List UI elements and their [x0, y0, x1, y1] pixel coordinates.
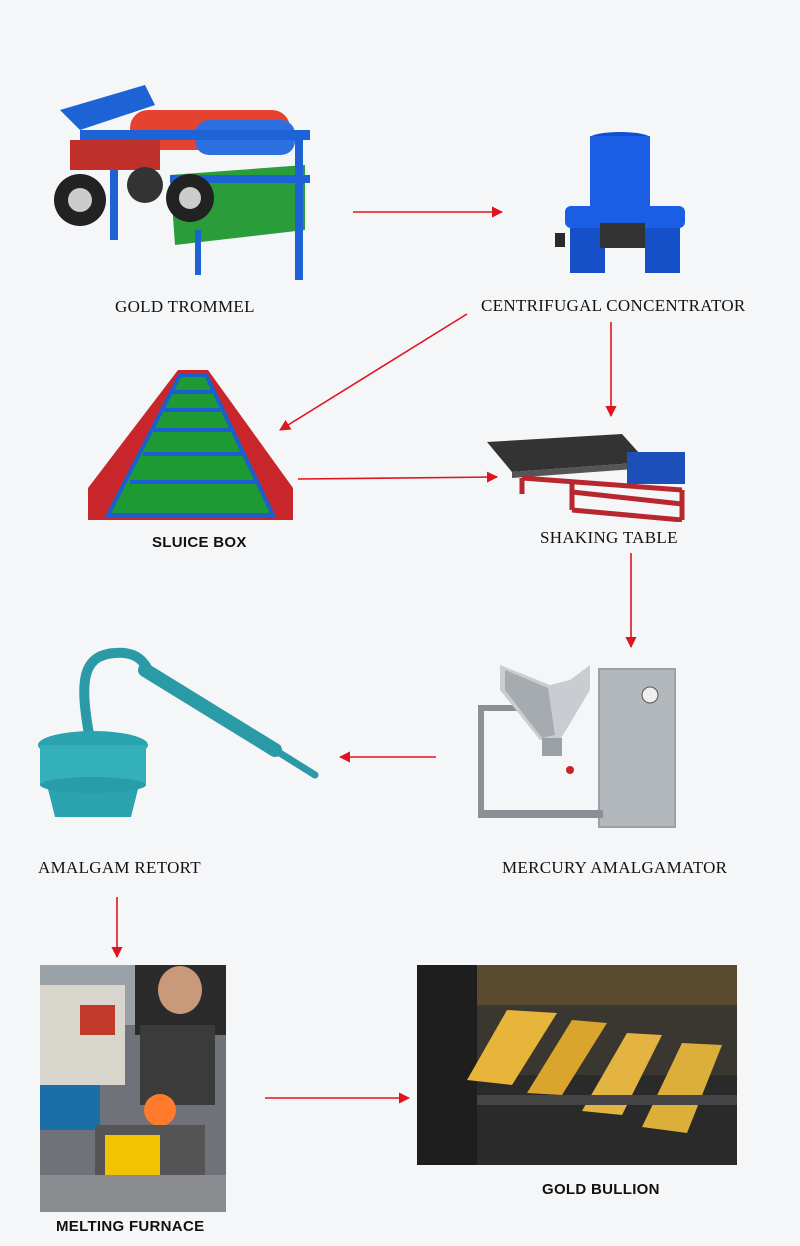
trommel-machine-image [54, 85, 310, 280]
label-mercury-amalgamator: MERCURY AMALGAMATOR [502, 858, 728, 877]
label-melting-furnace: MELTING FURNACE [56, 1218, 205, 1235]
label-sluice-box: SLUICE BOX [152, 534, 247, 551]
label-shaking-table: SHAKING TABLE [540, 528, 678, 547]
label-centrifugal-concentrator: CENTRIFUGAL CONCENTRATOR [481, 296, 746, 315]
centrifugal-concentrator-image [555, 132, 685, 273]
label-gold-bullion: GOLD BULLION [542, 1181, 660, 1198]
sluice-box-image [88, 370, 293, 520]
melting-furnace-photo [40, 965, 226, 1212]
gold-bullion-photo [417, 965, 737, 1165]
label-amalgam-retort: AMALGAM RETORT [38, 858, 201, 877]
arrow-sluice-to-table [297, 471, 499, 483]
amalgam-retort-image [38, 647, 319, 817]
arrow-concentrator-to-sluice [279, 313, 468, 431]
label-gold-trommel: GOLD TROMMEL [115, 297, 255, 316]
mercury-amalgamator-image [478, 665, 676, 828]
shaking-table-image [487, 434, 685, 522]
